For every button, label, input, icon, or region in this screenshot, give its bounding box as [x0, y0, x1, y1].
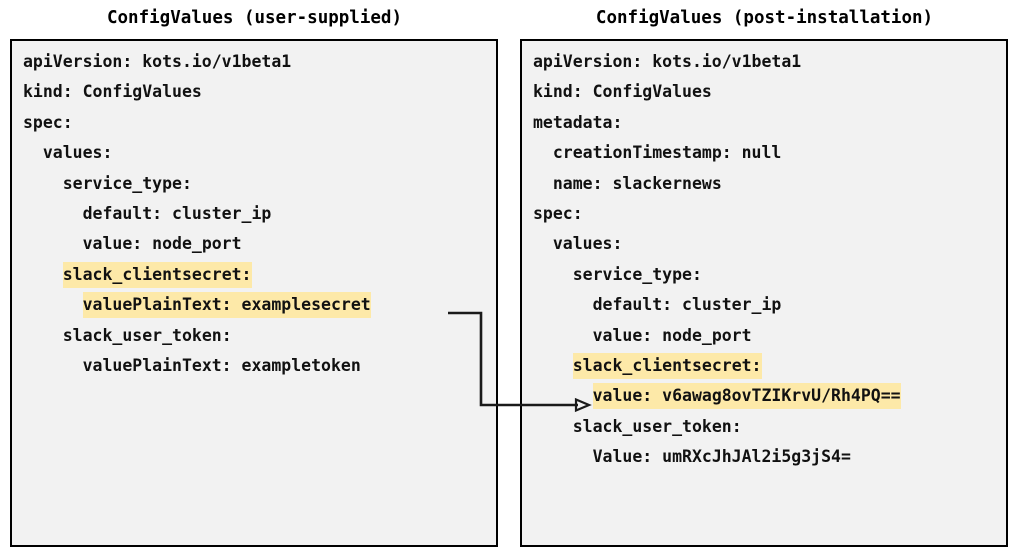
yaml-indent [533, 265, 573, 284]
yaml-text: spec: [533, 203, 583, 223]
yaml-text: Value: umRXcJhJAl2i5g3jS4= [592, 447, 851, 467]
yaml-line: spec: [23, 108, 496, 138]
yaml-line: kind: ConfigValues [23, 77, 496, 107]
yaml-indent [533, 447, 593, 466]
yaml-indent [23, 356, 83, 375]
yaml-line: valuePlainText: exampletoken [23, 351, 496, 381]
code-box-user-supplied: apiVersion: kots.io/v1beta1 kind: ConfigV… [10, 39, 498, 547]
yaml-line: slack_clientsecret: [23, 260, 496, 290]
yaml-line: apiVersion: kots.io/v1beta1 [23, 47, 496, 77]
yaml-text: values: [552, 234, 623, 254]
yaml-indent [23, 326, 63, 345]
yaml-line: values: [23, 138, 496, 168]
yaml-lines-post-installation: apiVersion: kots.io/v1beta1 kind: ConfigV… [533, 47, 1006, 472]
yaml-indent [23, 174, 63, 193]
panel-config-values-user-supplied: ConfigValues (user-supplied) apiVersion:… [0, 0, 509, 559]
yaml-indent [533, 234, 553, 253]
yaml-text: kind: ConfigValues [23, 82, 202, 102]
yaml-line: value: node_port [23, 229, 496, 259]
yaml-text: default: cluster_ip [82, 203, 272, 223]
yaml-indent [23, 265, 63, 284]
yaml-text: spec: [23, 112, 73, 132]
yaml-text: slack_user_token: [62, 325, 232, 345]
yaml-line: service_type: [533, 260, 1006, 290]
yaml-text: kind: ConfigValues [533, 82, 712, 102]
yaml-text: service_type: [62, 173, 192, 193]
yaml-text: valuePlainText: exampletoken [82, 355, 361, 375]
yaml-lines-user-supplied: apiVersion: kots.io/v1beta1 kind: ConfigV… [23, 47, 496, 381]
yaml-indent [533, 174, 553, 193]
yaml-text: values: [42, 143, 113, 163]
panel-title-post-installation: ConfigValues (post-installation) [595, 8, 934, 28]
yaml-indent [533, 356, 573, 375]
yaml-line: kind: ConfigValues [533, 77, 1006, 107]
yaml-text: apiVersion: kots.io/v1beta1 [533, 52, 802, 71]
yaml-line: slack_user_token: [533, 412, 1006, 442]
yaml-indent [533, 386, 593, 405]
yaml-text: creationTimestamp: null [552, 143, 782, 163]
yaml-line: apiVersion: kots.io/v1beta1 [533, 47, 1006, 77]
yaml-line: service_type: [23, 169, 496, 199]
yaml-text-highlighted: value: v6awag8ovTZIKrvU/Rh4PQ== [592, 383, 901, 410]
yaml-line: creationTimestamp: null [533, 138, 1006, 168]
code-box-post-installation: apiVersion: kots.io/v1beta1 kind: ConfigV… [520, 39, 1008, 547]
yaml-line: default: cluster_ip [533, 290, 1006, 320]
yaml-indent [533, 326, 593, 345]
yaml-text: service_type: [572, 264, 702, 284]
yaml-text: value: node_port [592, 325, 752, 345]
panel-title-user-supplied: ConfigValues (user-supplied) [106, 8, 402, 28]
yaml-indent [23, 143, 43, 162]
yaml-text-highlighted: slack_clientsecret: [572, 352, 762, 379]
yaml-text: slack_user_token: [572, 416, 742, 436]
yaml-indent [23, 234, 83, 253]
yaml-indent [533, 143, 553, 162]
yaml-indent [23, 204, 83, 223]
yaml-text: apiVersion: kots.io/v1beta1 [23, 52, 292, 71]
yaml-line: slack_user_token: [23, 321, 496, 351]
yaml-line: Value: umRXcJhJAl2i5g3jS4= [533, 442, 1006, 472]
yaml-text: value: node_port [82, 234, 242, 254]
yaml-line: value: node_port [533, 321, 1006, 351]
yaml-text: name: slackernews [552, 173, 722, 193]
yaml-line: spec: [533, 199, 1006, 229]
yaml-text: default: cluster_ip [592, 295, 782, 315]
yaml-line: slack_clientsecret: [533, 351, 1006, 381]
yaml-indent [23, 295, 83, 314]
yaml-line: values: [533, 229, 1006, 259]
yaml-line: valuePlainText: examplesecret [23, 290, 496, 320]
yaml-line: name: slackernews [533, 169, 1006, 199]
yaml-text: metadata: [533, 112, 623, 132]
yaml-text-highlighted: slack_clientsecret: [62, 261, 252, 288]
yaml-text-highlighted: valuePlainText: examplesecret [82, 292, 371, 319]
yaml-line: metadata: [533, 108, 1006, 138]
panel-config-values-post-installation: ConfigValues (post-installation) apiVers… [510, 0, 1019, 559]
yaml-indent [533, 417, 573, 436]
yaml-indent [533, 295, 593, 314]
yaml-line: default: cluster_ip [23, 199, 496, 229]
yaml-line: value: v6awag8ovTZIKrvU/Rh4PQ== [533, 381, 1006, 411]
